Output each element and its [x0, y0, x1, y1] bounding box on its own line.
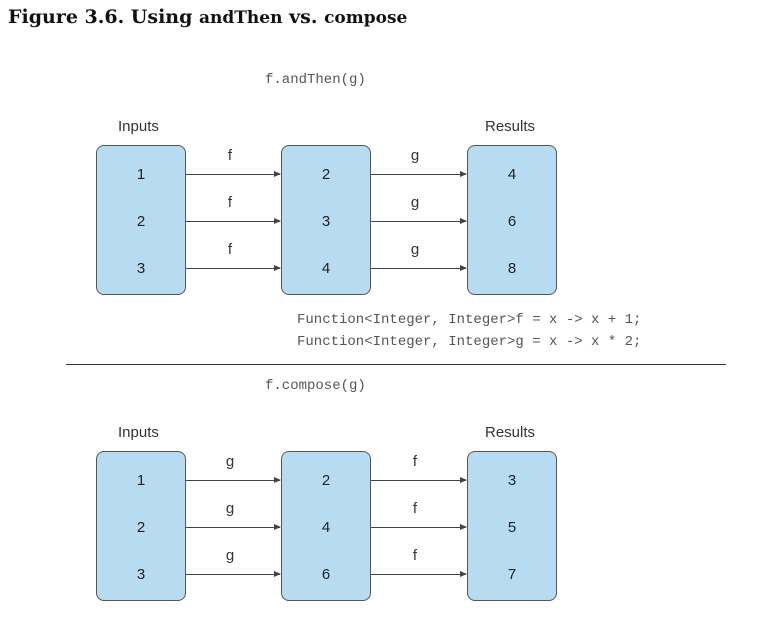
figure-title-method-1: andThen — [199, 8, 283, 28]
arrow — [186, 571, 281, 577]
function-label: g — [225, 500, 235, 517]
result-value: 7 — [507, 566, 517, 583]
results-box: 4 6 8 — [467, 145, 557, 295]
compose-code: f.compose(g) — [265, 378, 366, 394]
definition-f: Function<Integer, Integer>f = x -> x + 1… — [297, 312, 642, 328]
function-label: f — [412, 500, 418, 517]
input-value: 3 — [136, 260, 146, 277]
arrow — [371, 524, 467, 530]
results-label: Results — [485, 424, 536, 441]
result-value: 6 — [507, 213, 517, 230]
arrow — [371, 171, 467, 177]
function-label: f — [227, 241, 233, 258]
function-label: f — [227, 194, 233, 211]
result-value: 5 — [507, 519, 517, 536]
inputs-box: 1 2 3 — [96, 451, 186, 601]
intermediate-value: 3 — [321, 213, 331, 230]
inputs-label: Inputs — [118, 424, 159, 441]
arrow — [371, 218, 467, 224]
input-value: 2 — [136, 519, 146, 536]
intermediate-value: 2 — [321, 472, 331, 489]
intermediate-value: 4 — [321, 519, 331, 536]
function-label: g — [225, 547, 235, 564]
intermediate-box: 2 3 4 — [281, 145, 371, 295]
input-value: 3 — [136, 566, 146, 583]
intermediate-value: 2 — [321, 166, 331, 183]
input-value: 1 — [136, 166, 146, 183]
intermediate-box: 2 4 6 — [281, 451, 371, 601]
divider — [66, 364, 726, 365]
result-value: 3 — [507, 472, 517, 489]
input-value: 1 — [136, 472, 146, 489]
arrow — [371, 477, 467, 483]
arrow — [186, 218, 281, 224]
arrow — [186, 524, 281, 530]
input-value: 2 — [136, 213, 146, 230]
arrow — [186, 265, 281, 271]
result-value: 4 — [507, 166, 517, 183]
andthen-code: f.andThen(g) — [265, 72, 366, 88]
arrow — [186, 171, 281, 177]
function-label: g — [225, 453, 235, 470]
intermediate-value: 4 — [321, 260, 331, 277]
result-value: 8 — [507, 260, 517, 277]
inputs-label: Inputs — [118, 118, 159, 135]
results-label: Results — [485, 118, 536, 135]
arrow — [371, 571, 467, 577]
results-box: 3 5 7 — [467, 451, 557, 601]
figure-title: Figure 3.6. Using andThen vs. compose — [8, 6, 407, 28]
arrow — [186, 477, 281, 483]
intermediate-value: 6 — [321, 566, 331, 583]
figure-title-mid: vs. — [282, 6, 325, 28]
function-label: g — [410, 147, 420, 164]
function-label: f — [227, 147, 233, 164]
inputs-box: 1 2 3 — [96, 145, 186, 295]
function-label: f — [412, 453, 418, 470]
function-label: g — [410, 194, 420, 211]
function-label: f — [412, 547, 418, 564]
arrow — [371, 265, 467, 271]
definition-g: Function<Integer, Integer>g = x -> x * 2… — [297, 334, 642, 350]
figure-title-prefix: Figure 3.6. Using — [8, 6, 200, 28]
figure-title-method-2: compose — [324, 8, 408, 28]
function-label: g — [410, 241, 420, 258]
